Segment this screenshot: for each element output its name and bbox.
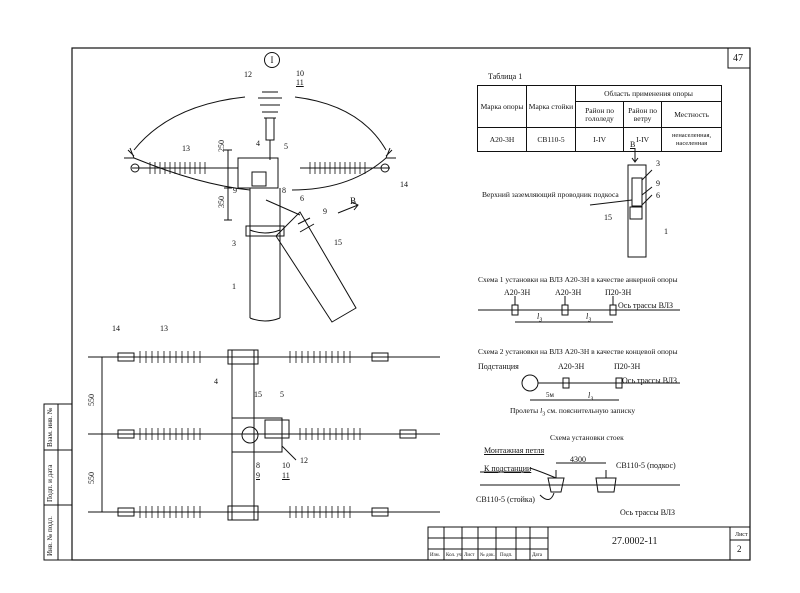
stamp-header-list: Лист xyxy=(464,553,475,558)
scheme1-axis: Ось трассы ВЛЗ xyxy=(618,301,674,310)
scheme2-substation: Подстанция xyxy=(478,362,519,371)
label-13: 13 xyxy=(182,144,190,153)
label-5: 5 xyxy=(284,142,288,151)
label-12: 12 xyxy=(244,70,252,79)
detail-v-label-15: 15 xyxy=(604,213,612,222)
table1-cell-ice: I-IV xyxy=(574,127,625,152)
sheet-number: 2 xyxy=(737,544,742,554)
scheme1-title: Схема 1 установки на ВЛЗ А20-3Н в качест… xyxy=(478,275,678,284)
stamp-header-izm: Изм. xyxy=(430,553,440,558)
stamp-header-kol: Кол. уч xyxy=(446,553,462,558)
dim-350: 350 xyxy=(217,196,226,208)
label-15: 15 xyxy=(334,238,342,247)
plan-dim-550a: 550 xyxy=(87,394,96,406)
page-number-box xyxy=(727,47,751,69)
plan-label-4: 4 xyxy=(214,377,218,386)
sheet-label: Лист xyxy=(735,532,748,538)
scheme2-pole2: П20-3Н xyxy=(614,362,641,371)
table1-sub-wind: Район по ветру xyxy=(623,101,663,128)
posts-scheme-loop: Монтажная петля xyxy=(484,446,545,455)
scheme1-span2: l3 xyxy=(586,312,592,324)
label-1: 1 xyxy=(232,282,236,291)
scheme2-title: Схема 2 установки на ВЛЗ А20-3Н в качест… xyxy=(478,347,678,356)
scheme2-dist: 5м xyxy=(546,391,554,399)
detail-v-ground-text: Верхний заземляющий проводник подкоса xyxy=(482,190,619,199)
scheme1-pole1: А20-3Н xyxy=(504,288,531,297)
table1-cell-wind: I-IV xyxy=(623,127,663,152)
table-1: Марка опоры Марка стойки Область примене… xyxy=(477,85,722,152)
scheme2-pole1: А20-3Н xyxy=(558,362,585,371)
side-stamp xyxy=(43,403,73,561)
plan-label-13: 13 xyxy=(160,324,168,333)
view-circle-label: I xyxy=(264,52,280,68)
posts-scheme-axis: Ось трассы ВЛЗ xyxy=(620,508,676,517)
plan-label-9: 9 xyxy=(256,471,260,480)
stamp-header-doc: № док. xyxy=(480,553,495,558)
scheme-1 xyxy=(478,296,680,323)
sheet-frame xyxy=(71,47,751,561)
detail-v-label-3: 3 xyxy=(656,159,660,168)
posts-scheme xyxy=(480,462,680,500)
label-10: 10 xyxy=(296,69,304,78)
label-11: 11 xyxy=(296,78,304,87)
plan-label-8: 8 xyxy=(256,461,260,470)
label-3: 3 xyxy=(232,239,236,248)
table1-cell-terrain: ненаселенная, населенная xyxy=(661,127,722,152)
scheme1-pole2: А20-3Н xyxy=(555,288,582,297)
side-stamp-repl: Взам. инв. № xyxy=(46,407,54,447)
stamp-header-sign: Подп. xyxy=(500,553,513,558)
table1-cell-post: СВ110-5 xyxy=(526,127,576,152)
label-14: 14 xyxy=(400,180,408,189)
stamp-header-date: Дата xyxy=(532,553,542,558)
posts-scheme-upright: СВ110-5 (стойка) xyxy=(476,495,535,504)
detail-v-label-9: 9 xyxy=(656,179,660,188)
plan-dim-550b: 550 xyxy=(87,472,96,484)
posts-scheme-brace: СВ110-5 (подкос) xyxy=(616,461,676,470)
label-6: 6 xyxy=(300,194,304,203)
posts-scheme-to-sub: К подстанции xyxy=(484,464,532,473)
table1-sub-terrain: Местность xyxy=(661,101,722,128)
plan-label-10: 10 xyxy=(282,461,290,470)
label-9: 9 xyxy=(233,186,237,195)
plan-label-12: 12 xyxy=(300,456,308,465)
dim-250: 250 xyxy=(217,140,226,152)
label-8: 8 xyxy=(282,186,286,195)
scheme-2 xyxy=(521,374,680,401)
scheme1-span1: l3 xyxy=(537,312,543,324)
detail-v xyxy=(589,148,653,258)
plan-label-14: 14 xyxy=(112,324,120,333)
table1-title: Таблица 1 xyxy=(488,72,523,81)
table1-cell-mark: А20-3Н xyxy=(477,127,527,152)
label-9b: 9 xyxy=(323,207,327,216)
table1-col-mark: Марка опоры xyxy=(477,85,527,128)
side-stamp-inv: Инв. № подл. xyxy=(46,516,54,556)
doc-code: 27.0002-11 xyxy=(612,536,658,547)
front-view xyxy=(124,91,396,323)
posts-scheme-dim: 4300 xyxy=(570,455,586,464)
view-arrow-label: В xyxy=(350,196,357,206)
detail-v-title: В xyxy=(630,140,636,149)
scheme2-axis: Ось трассы ВЛЗ xyxy=(622,376,678,385)
page-number: 47 xyxy=(733,53,743,64)
plan-label-5: 5 xyxy=(280,390,284,399)
table1-col-post: Марка стойки xyxy=(526,85,576,128)
plan-label-15: 15 xyxy=(254,390,262,399)
scheme2-note: Пролеты l3 см. пояснительную записку xyxy=(510,406,636,418)
detail-v-label-6: 6 xyxy=(656,191,660,200)
plan-view xyxy=(88,349,440,521)
label-4: 4 xyxy=(256,139,260,148)
detail-v-label-1: 1 xyxy=(664,227,668,236)
scheme2-span: l3 xyxy=(588,391,594,403)
side-stamp-sign: Подп. и дата xyxy=(46,464,54,502)
title-block xyxy=(427,526,751,561)
table1-sub-ice: Район по гололеду xyxy=(574,101,625,128)
posts-scheme-title: Схема установки стоек xyxy=(550,433,624,442)
table1-col-area: Область применения опоры xyxy=(575,85,722,102)
scheme1-pole3: П20-3Н xyxy=(605,288,632,297)
plan-label-11: 11 xyxy=(282,471,290,480)
